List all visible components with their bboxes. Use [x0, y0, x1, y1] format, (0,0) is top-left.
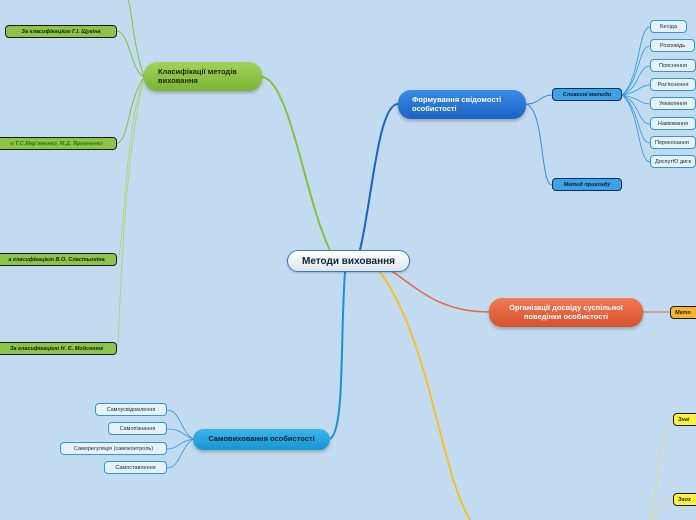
link-central-consciousness — [359, 103, 399, 251]
link-classification-item-3 — [116, 76, 145, 260]
self-leaf-2-label: Самопізнання — [119, 425, 156, 432]
verbal-leaf-2[interactable]: Розповідь — [650, 39, 695, 52]
verbal-leaf-6-label: Навіювання — [657, 120, 689, 127]
classification-item-4[interactable]: За класифікацією Н. Є. Мойсенюк — [0, 342, 117, 355]
link-consciousness-example — [525, 103, 553, 186]
self-leaf-1-label: Самоусвідомлення — [106, 406, 156, 413]
verbal-leaf-4[interactable]: Роз'яснення — [650, 78, 696, 91]
classification-item-4-label: За класифікацією Н. Є. Мойсенюк — [9, 345, 104, 352]
verbal-leaf-6[interactable]: Навіювання — [650, 117, 696, 130]
verbal-leaf-7-label: Переконання — [655, 139, 689, 146]
verbal-leaf-3[interactable]: Пояснення — [650, 59, 696, 72]
example-method-label: Метод прикладу — [563, 181, 611, 188]
verbal-leaf-1-label: Бесіда — [660, 23, 677, 30]
verbal-leaf-7[interactable]: Переконання — [650, 136, 696, 149]
link-classification-item-4 — [116, 76, 145, 349]
link-stimulation-leaves — [649, 418, 674, 520]
branch-self[interactable]: Самовиховання особистості — [193, 429, 330, 450]
self-leaf-3-label: Саморегуляція (самоконтроль) — [73, 445, 154, 452]
link-classification-item-1 — [116, 30, 145, 78]
verbal-leaf-1[interactable]: Бесіда — [650, 20, 687, 33]
link-consciousness-verbal — [525, 94, 553, 105]
classification-item-2-label: о Т.С.Мар'яненко, М.Д. Ярмаченко — [10, 140, 103, 147]
self-leaf-3[interactable]: Саморегуляція (самоконтроль) — [60, 442, 167, 455]
self-leaf-4[interactable]: Самоставлення — [104, 461, 167, 474]
stimulation-item-2-label: Заох — [678, 496, 691, 503]
branch-consciousness[interactable]: Формування свідомості особистості — [398, 90, 526, 119]
classification-item-1-label: За класифікацією Г.І. Щукіна — [21, 28, 101, 35]
verbal-methods[interactable]: Словесні методи — [552, 88, 622, 101]
link-classification-offscreen — [127, 0, 145, 78]
verbal-leaf-4-label: Роз'яснення — [657, 81, 689, 88]
branch-classification-label: Класифікації методів виховання — [158, 67, 237, 85]
link-central-self — [329, 271, 346, 440]
behavior-child[interactable]: Мето — [670, 306, 696, 319]
stimulation-item-1-label: Знаі — [678, 416, 690, 423]
classification-item-3[interactable]: а класифікацією В.О. Сластьоніна — [0, 253, 117, 266]
branch-consciousness-label: Формування свідомості особистості — [412, 95, 502, 113]
self-leaf-1[interactable]: Самоусвідомлення — [95, 403, 167, 416]
verbal-methods-label: Словесні методи — [562, 91, 612, 98]
central-topic-label: Методи виховання — [302, 255, 395, 267]
verbal-leaf-5[interactable]: Умовляння — [650, 97, 696, 110]
stimulation-item-2[interactable]: Заох — [673, 493, 696, 506]
verbal-leaf-5-label: Умовляння — [658, 100, 688, 107]
link-classification-item-2 — [116, 76, 145, 144]
verbal-leaf-2-label: Розповідь — [659, 42, 686, 49]
branch-behavior[interactable]: Організації досвіду суспільної поведінки… — [489, 298, 643, 327]
link-central-classification — [261, 76, 331, 251]
link-central-behavior — [389, 269, 490, 313]
verbal-leaf-8[interactable]: ДиспутЮ диск — [650, 155, 696, 168]
verbal-leaf-3-label: Пояснення — [659, 62, 687, 69]
branch-behavior-label: Організації досвіду суспільної поведінки… — [509, 303, 623, 321]
link-self-leaves — [166, 409, 194, 469]
classification-item-2[interactable]: о Т.С.Мар'яненко, М.Д. Ярмаченко — [0, 137, 117, 150]
self-leaf-2[interactable]: Самопізнання — [108, 422, 167, 435]
classification-item-1[interactable]: За класифікацією Г.І. Щукіна — [5, 25, 117, 38]
stimulation-item-1[interactable]: Знаі — [673, 413, 696, 426]
self-leaf-4-label: Самоставлення — [115, 464, 156, 471]
branch-classification[interactable]: Класифікації методів виховання — [144, 62, 262, 91]
branch-self-label: Самовиховання особистості — [208, 434, 315, 444]
central-topic[interactable]: Методи виховання — [287, 250, 410, 272]
example-method[interactable]: Метод прикладу — [552, 178, 622, 191]
behavior-child-label: Мето — [675, 309, 691, 316]
link-verbal-leaves — [621, 26, 651, 163]
verbal-leaf-8-label: ДиспутЮ диск — [655, 158, 692, 165]
classification-item-3-label: а класифікацією В.О. Сластьоніна — [8, 256, 105, 263]
link-central-stimulation — [379, 271, 471, 520]
